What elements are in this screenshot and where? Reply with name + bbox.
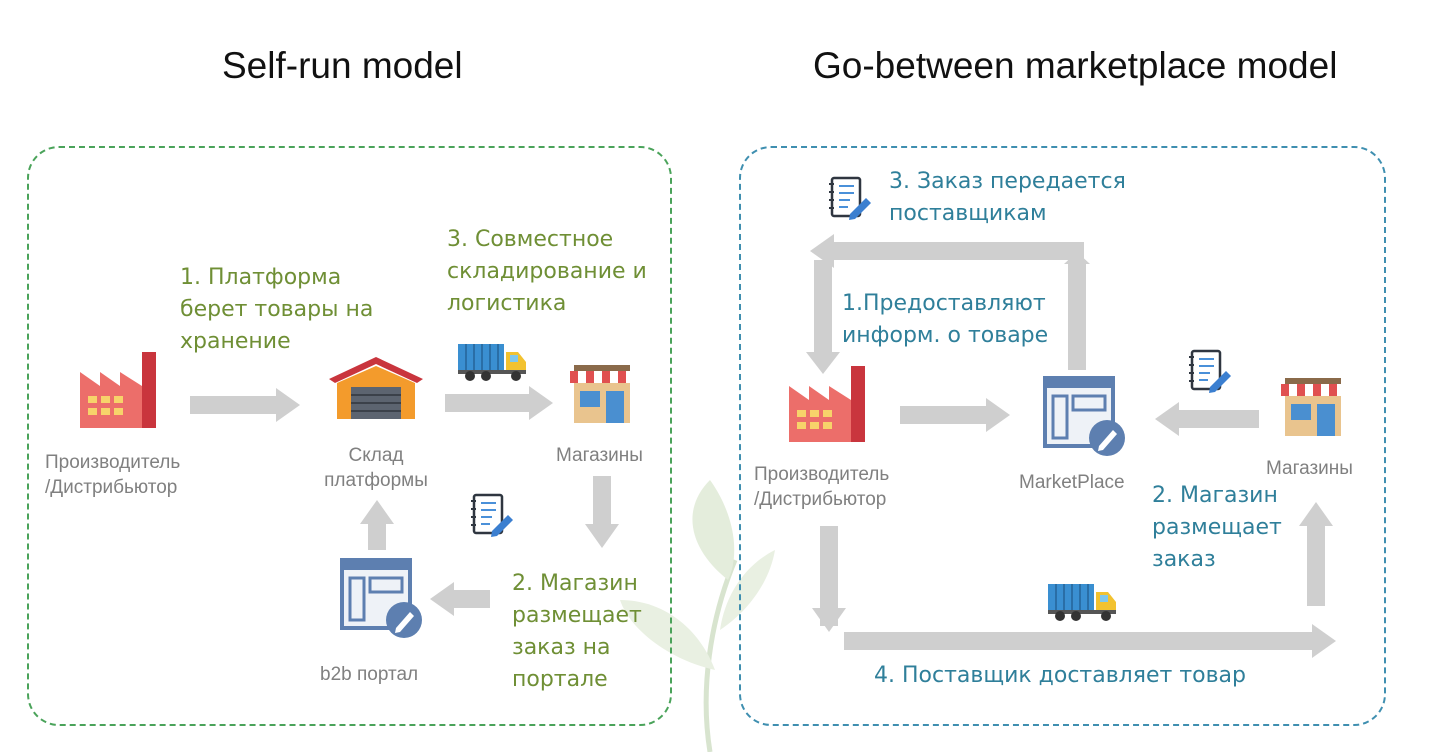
arrow-left-icon [1155,402,1259,436]
store-icon [1281,378,1345,436]
store-icon [570,365,634,423]
truck-icon [1048,584,1116,621]
left-panel-border [27,146,672,726]
loop-arrow-icon [806,234,1090,374]
warehouse-icon [329,357,423,419]
left-title: Self-run model [222,45,463,86]
marketplace-icon [1043,376,1125,456]
right-step4-text: 4. Поставщик доставляет товар [874,663,1247,688]
arrow-right-icon [900,398,1010,432]
arrow-left-icon [430,582,490,616]
left-step1-text: 1. Платформа берет товары на хранение [180,265,374,354]
portal-label: b2b портал [320,664,419,685]
factory-icon [80,352,156,428]
right-step1-text: 1.Предоставляют информ. о товаре [842,291,1049,348]
truck-icon [458,344,526,381]
right-stores-label: Магазины [1266,458,1353,479]
left-step2-text: 2. Магазин размещает заказ на портале [512,571,642,692]
right-panel-border [739,146,1386,726]
checklist-icon [1189,349,1231,393]
checklist-icon [829,176,871,220]
checklist-icon [471,493,513,537]
left-step3-text: 3. Совместное складирование и логистика [447,227,647,316]
marketplace-label: MarketPlace [1019,472,1125,493]
right-producer-label: Производитель /Дистрибьютор [754,464,890,510]
portal-icon [340,558,422,638]
left-stores-label: Магазины [556,445,643,466]
left-producer-label: Производитель /Дистрибьютор [45,452,181,498]
warehouse-label: Склад платформы [324,445,428,491]
right-title: Go-between marketplace model [813,45,1338,86]
delivery-arrow-icon [812,502,1336,658]
factory-icon [789,366,865,442]
arrow-right-icon [445,386,553,420]
arrow-down-icon [585,476,619,548]
background-plant-watermark [620,480,775,752]
arrow-up-icon [360,500,394,550]
right-step2-text: 2. Магазин размещает заказ [1152,483,1282,572]
right-step3-text: 3. Заказ передается поставщикам [889,169,1126,226]
arrow-right-icon [190,388,300,422]
